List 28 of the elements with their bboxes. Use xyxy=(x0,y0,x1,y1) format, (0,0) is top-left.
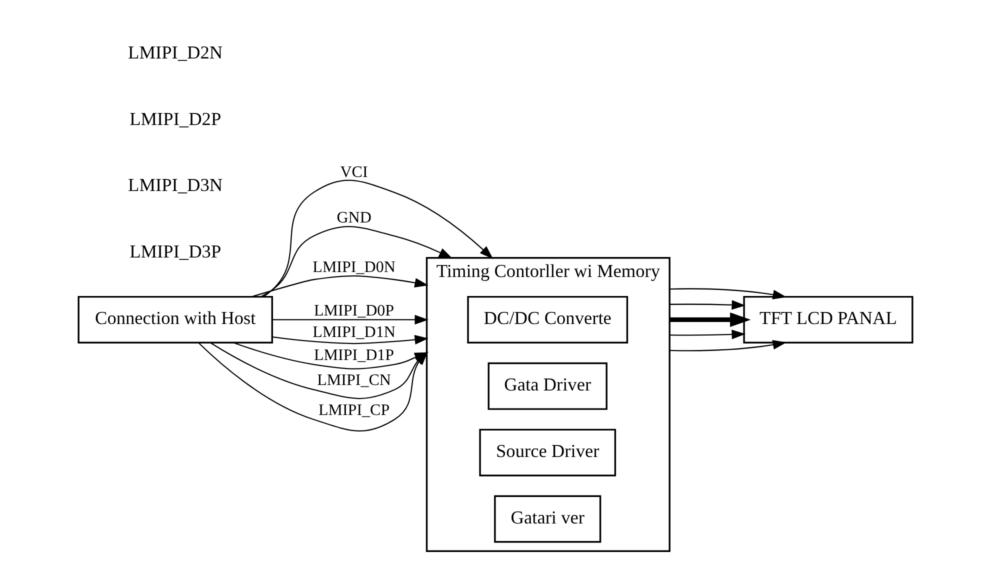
node-box: TFT LCD PANAL xyxy=(743,296,914,344)
arrow xyxy=(272,314,428,325)
edge-label: LMIPI_D1P xyxy=(314,347,394,364)
arrow xyxy=(670,312,751,327)
node-box: Gatari ver xyxy=(494,495,602,543)
node-box: Source Driver xyxy=(479,428,616,476)
edge-label: LMIPI_D0N xyxy=(312,258,396,276)
edge-label: LMIPI_D0P xyxy=(314,302,394,320)
arrow xyxy=(263,180,494,298)
edge-label: LMIPI_CN xyxy=(317,372,391,390)
node-box: DC/DC Converte xyxy=(467,296,628,344)
label: LMIPI_D3P xyxy=(130,242,222,262)
edge-label: LMIPI_D1N xyxy=(312,324,396,342)
arrow xyxy=(272,334,428,345)
arrow xyxy=(261,226,453,298)
arrow xyxy=(670,288,787,300)
label: LMIPI_D2P xyxy=(130,108,222,129)
edge-label: LMIPI_CP xyxy=(318,402,390,420)
node-box: Connection with Host xyxy=(78,296,273,344)
edge-label: VCI xyxy=(340,164,368,181)
node-box: Gata Driver xyxy=(488,362,608,410)
label: LMIPI_D2N xyxy=(128,42,223,62)
arrow xyxy=(670,340,787,352)
arrow xyxy=(670,330,746,340)
arrow xyxy=(670,300,746,310)
arrow xyxy=(251,275,428,298)
label: LMIPI_D3N xyxy=(128,175,223,196)
edge-label: GND xyxy=(336,210,372,227)
